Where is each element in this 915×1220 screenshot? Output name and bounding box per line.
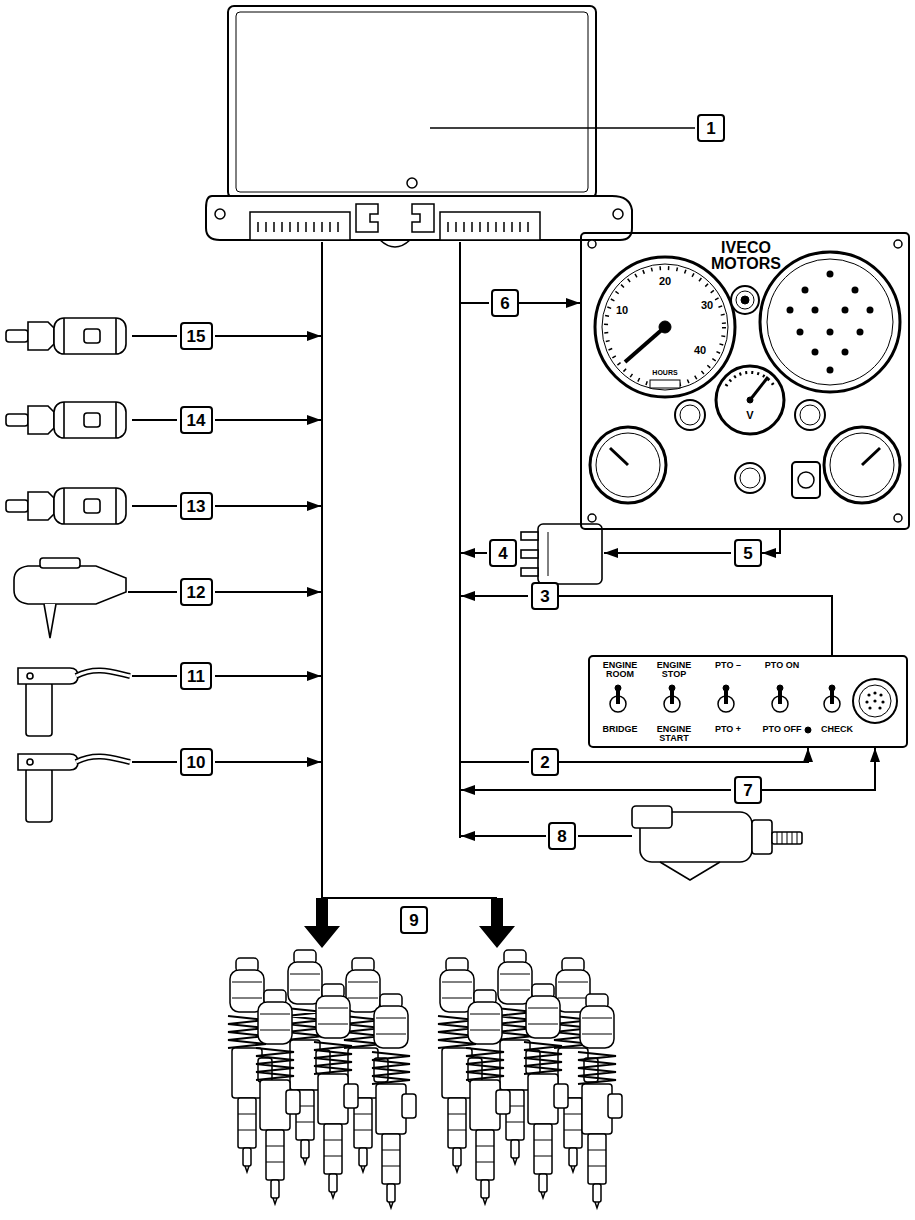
callout-text: 4: [498, 545, 507, 562]
connector-arrow: [762, 530, 780, 553]
injector: [256, 990, 300, 1204]
gauge-label: 10: [616, 305, 628, 316]
wire-harness: [322, 242, 497, 898]
callout-text: 5: [743, 545, 752, 562]
gauge-label: 30: [701, 300, 713, 311]
switch-label: PTO –: [703, 661, 753, 670]
callout-text: 6: [500, 295, 509, 312]
callout-number: 12: [180, 578, 213, 606]
switch-label: ENGINE STOP: [649, 661, 699, 679]
injector: [314, 984, 358, 1198]
callout-number: 6: [491, 289, 519, 317]
instrument-gauges: [588, 240, 902, 522]
callout-number: 10: [180, 748, 213, 776]
callout-text: 12: [187, 584, 206, 601]
gauge-label: HOURS: [652, 369, 677, 376]
instrument-panel: IVECO MOTORS: [580, 232, 910, 530]
connector-arrow: [762, 748, 875, 790]
callout-number: 4: [489, 539, 517, 567]
speed-sensor: [18, 668, 130, 736]
connector-arrow: [519, 302, 580, 304]
switch-label: PTO ON: [757, 661, 807, 670]
injector: [466, 990, 510, 1204]
panel-brand: IVECO MOTORS: [698, 240, 794, 272]
output-arrow: [304, 898, 515, 948]
control-switches: [610, 679, 897, 733]
callout-text: 11: [187, 668, 205, 685]
switch-label: CHECK: [812, 725, 862, 734]
pressure-sensor: [14, 558, 126, 638]
callout-number: 15: [180, 322, 213, 350]
leader-line: [430, 127, 695, 129]
callout-number: 3: [531, 582, 559, 610]
callout-text: 2: [540, 754, 549, 771]
callout-number: 2: [531, 748, 559, 776]
temperature-sensor: [6, 402, 126, 438]
callout-text: 3: [540, 588, 549, 605]
callout-text: 8: [557, 828, 566, 845]
switch-label: PTO +: [703, 725, 753, 734]
ecu-unit: [206, 6, 632, 247]
relay: [521, 524, 602, 584]
callout-text: 10: [187, 754, 206, 771]
gauge-label: V: [746, 410, 753, 421]
callout-number: 7: [734, 776, 762, 804]
gauge-label: 40: [694, 345, 706, 356]
callout-text: 13: [187, 498, 206, 515]
switch-label: ENGINE START: [649, 725, 699, 743]
callout-number: 8: [548, 822, 576, 850]
gauge-label: 20: [659, 276, 671, 287]
callout-text: 15: [187, 328, 206, 345]
callout-text: 14: [187, 412, 206, 429]
injector: [524, 984, 568, 1198]
injectors: [228, 950, 622, 1208]
callout-text: 1: [706, 120, 715, 137]
injector: [578, 994, 622, 1208]
sensor-illustrations: [6, 318, 130, 822]
callout-number: 13: [180, 492, 213, 520]
injector: [372, 994, 416, 1208]
callout-number: 1: [697, 114, 725, 142]
callout-number: 14: [180, 406, 213, 434]
callout-text: 7: [743, 782, 752, 799]
temperature-sensor: [6, 488, 126, 524]
switch-label: ENGINE ROOM: [595, 661, 645, 679]
actuator: [632, 806, 802, 880]
connector-arrow: [559, 596, 832, 655]
speed-sensor: [18, 754, 130, 822]
callout-number: 5: [734, 539, 762, 567]
temperature-sensor: [6, 318, 126, 354]
switch-label: PTO OFF: [757, 725, 807, 734]
callout-number: 11: [180, 662, 212, 690]
callout-number: 9: [400, 906, 428, 934]
control-panel: ENGINE ROOM BRIDGE ENGINE STOP ENGINE START…: [588, 655, 908, 748]
connector-arrow: [559, 748, 808, 762]
callout-text: 9: [409, 912, 418, 929]
switch-label: BRIDGE: [595, 725, 645, 734]
